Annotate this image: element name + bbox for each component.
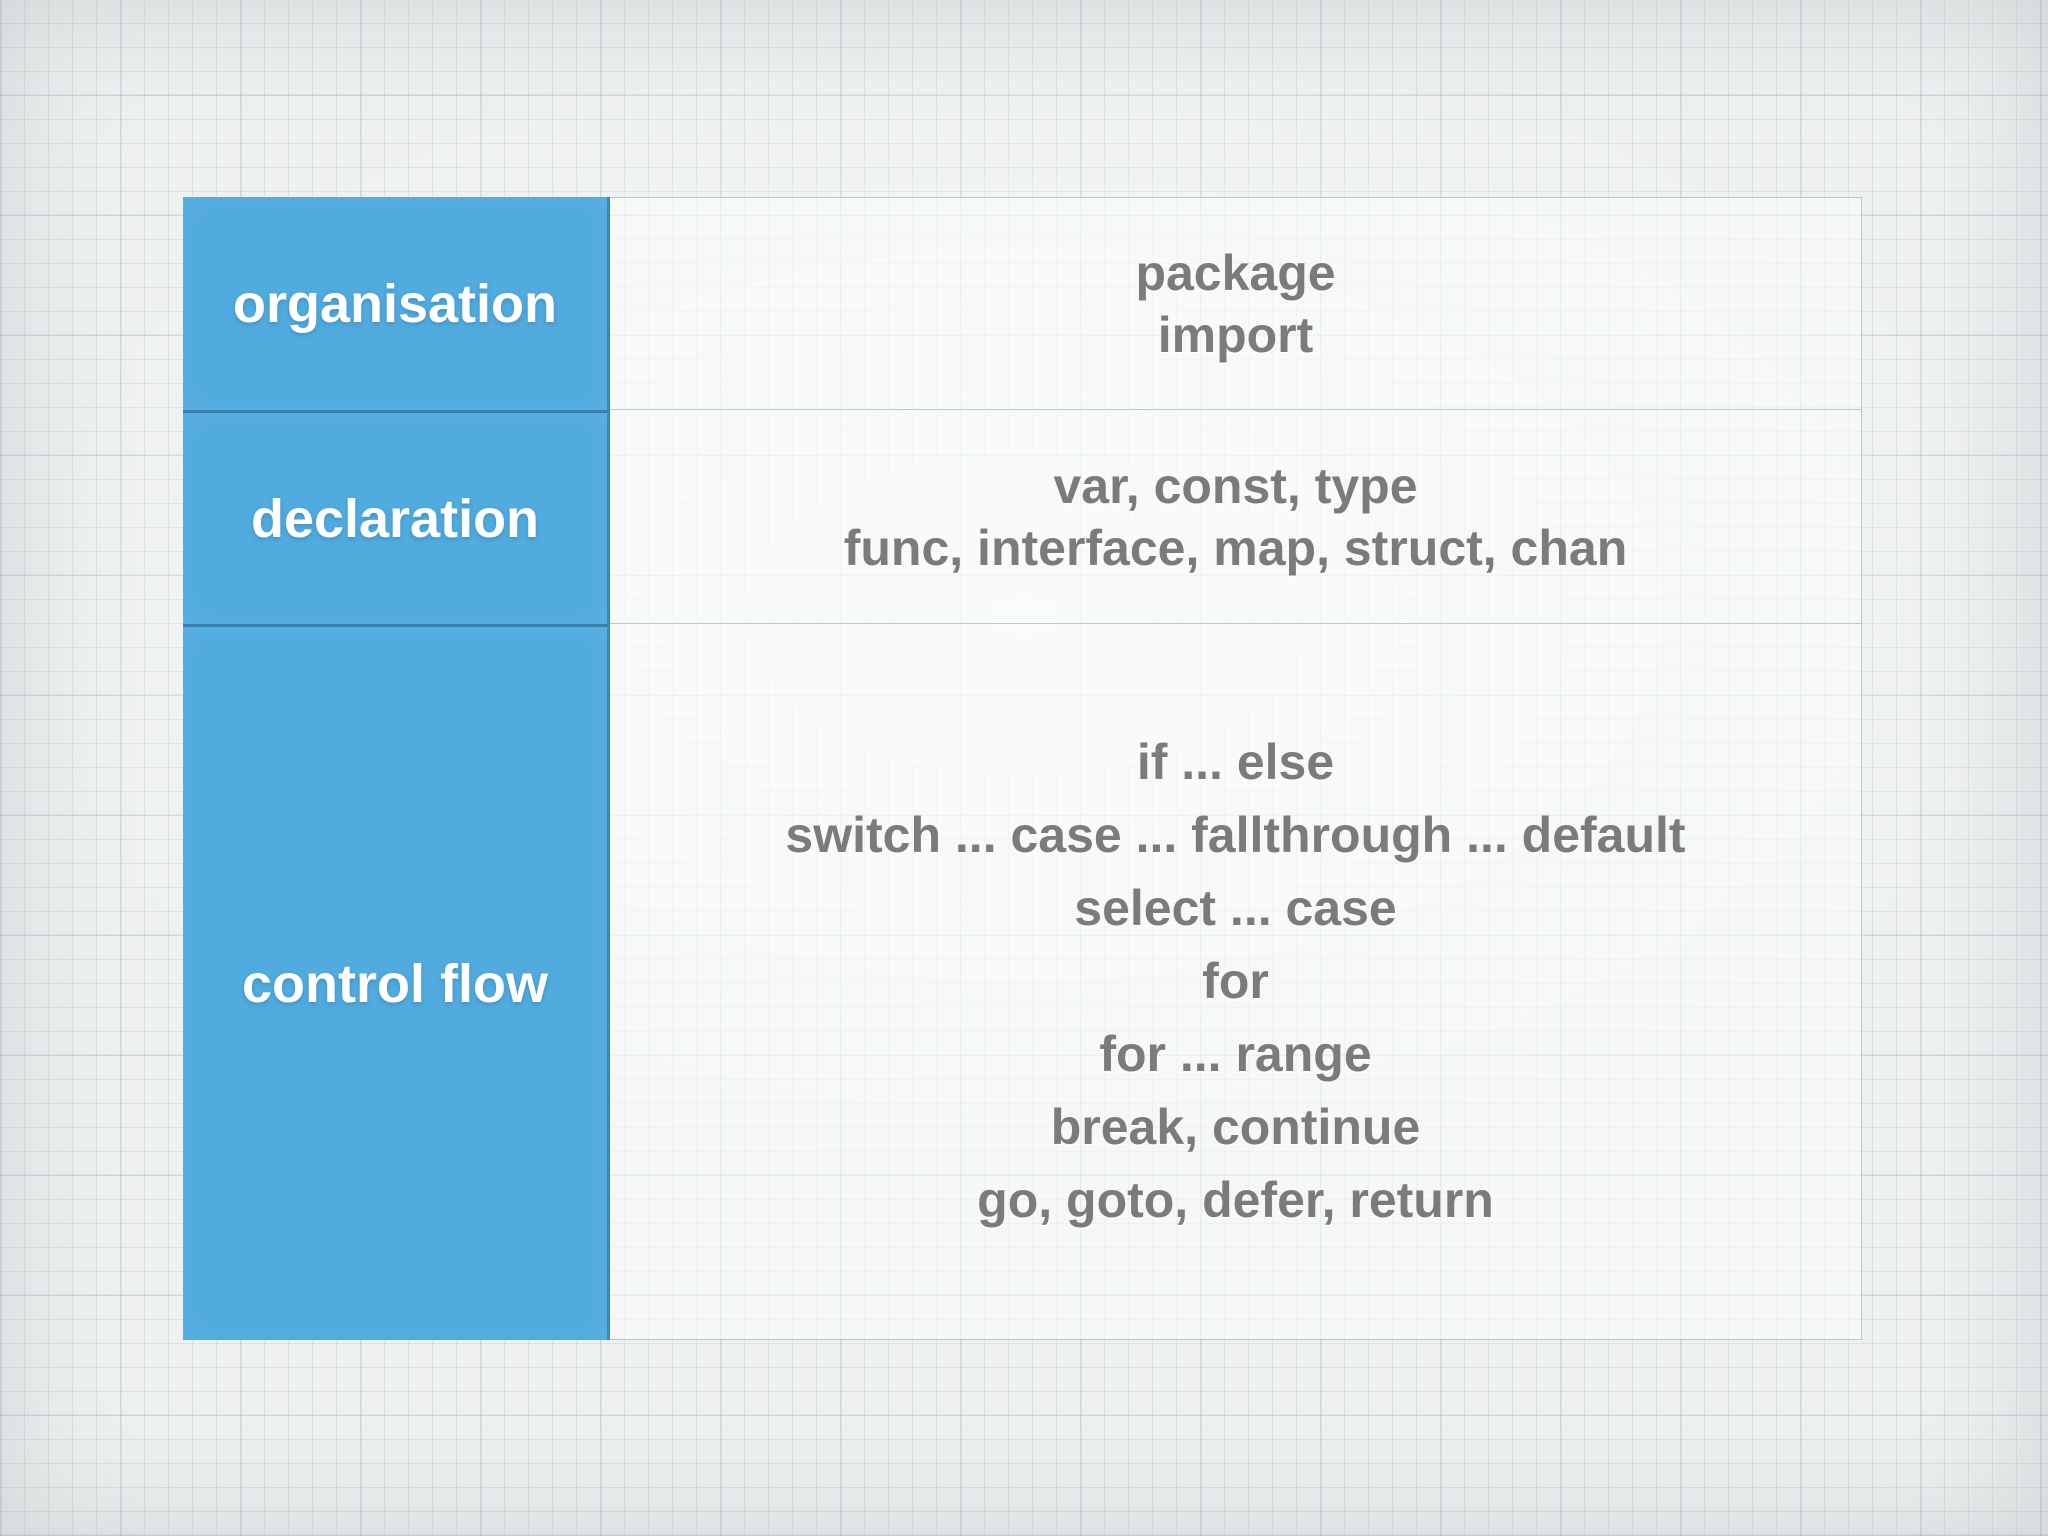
keywords-cell-control-flow: if ... else switch ... case ... fallthro… (610, 624, 1862, 1340)
category-label: organisation (232, 273, 558, 334)
keyword-line: func, interface, map, struct, chan (843, 519, 1628, 576)
keyword-line: package (1135, 244, 1336, 301)
keywords-cell-organisation: package import (610, 197, 1862, 410)
keywords-cell-declaration: var, const, type func, interface, map, s… (610, 410, 1862, 624)
category-label: declaration (250, 488, 540, 549)
keyword-line: break, continue (1050, 1099, 1421, 1155)
keyword-line: if ... else (1136, 734, 1335, 790)
keyword-line: for (1202, 953, 1269, 1009)
category-cell-organisation: organisation (183, 197, 610, 410)
keyword-line: switch ... case ... fallthrough ... defa… (785, 807, 1686, 863)
keyword-line: var, const, type (1053, 457, 1418, 514)
keyword-table: organisation package import declaration … (183, 197, 1862, 1340)
keyword-line: select ... case (1074, 880, 1397, 936)
category-label: control flow (242, 953, 548, 1014)
keyword-line: import (1157, 306, 1314, 363)
keyword-line: for ... range (1099, 1026, 1372, 1082)
category-cell-control-flow: control flow (183, 624, 610, 1340)
category-cell-declaration: declaration (183, 410, 610, 624)
keyword-line: go, goto, defer, return (977, 1172, 1494, 1228)
